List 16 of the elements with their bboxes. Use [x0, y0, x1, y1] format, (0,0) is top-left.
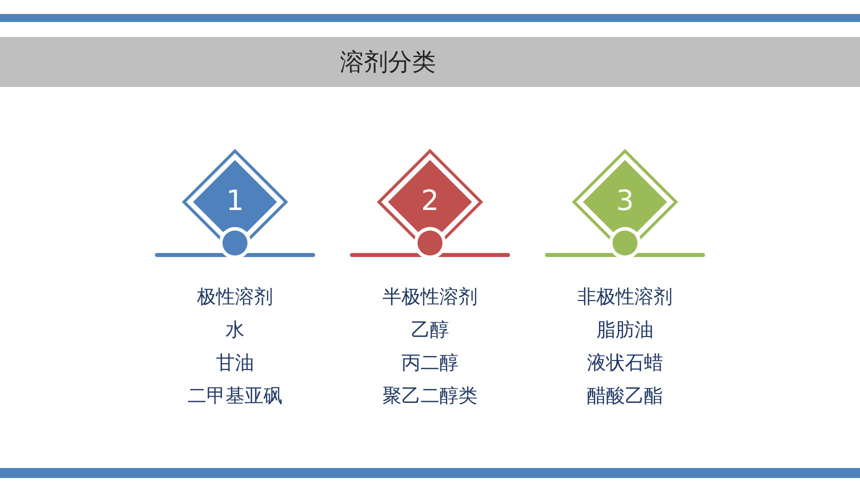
category-heading: 非极性溶剂 — [578, 285, 672, 310]
solvent-name: 乙醇 — [411, 318, 449, 343]
step-number: 1 — [226, 184, 244, 216]
solvent-name: 二甲基亚砜 — [188, 384, 282, 409]
solvent-name: 醋酸乙酯 — [587, 384, 663, 409]
solvent-name: 水 — [226, 318, 244, 343]
solvent-name: 甘油 — [216, 351, 254, 376]
slide-title: 溶剂分类 — [340, 47, 436, 78]
step-number: 2 — [421, 184, 439, 216]
category-heading: 半极性溶剂 — [382, 285, 478, 310]
category-heading: 极性溶剂 — [197, 285, 273, 310]
solvent-name: 丙二醇 — [402, 351, 458, 376]
solvent-name: 液状石蜡 — [587, 351, 663, 376]
solvent-name: 聚乙二醇类 — [382, 384, 478, 409]
step-number: 3 — [616, 184, 634, 216]
solvent-name: 脂肪油 — [596, 318, 654, 343]
